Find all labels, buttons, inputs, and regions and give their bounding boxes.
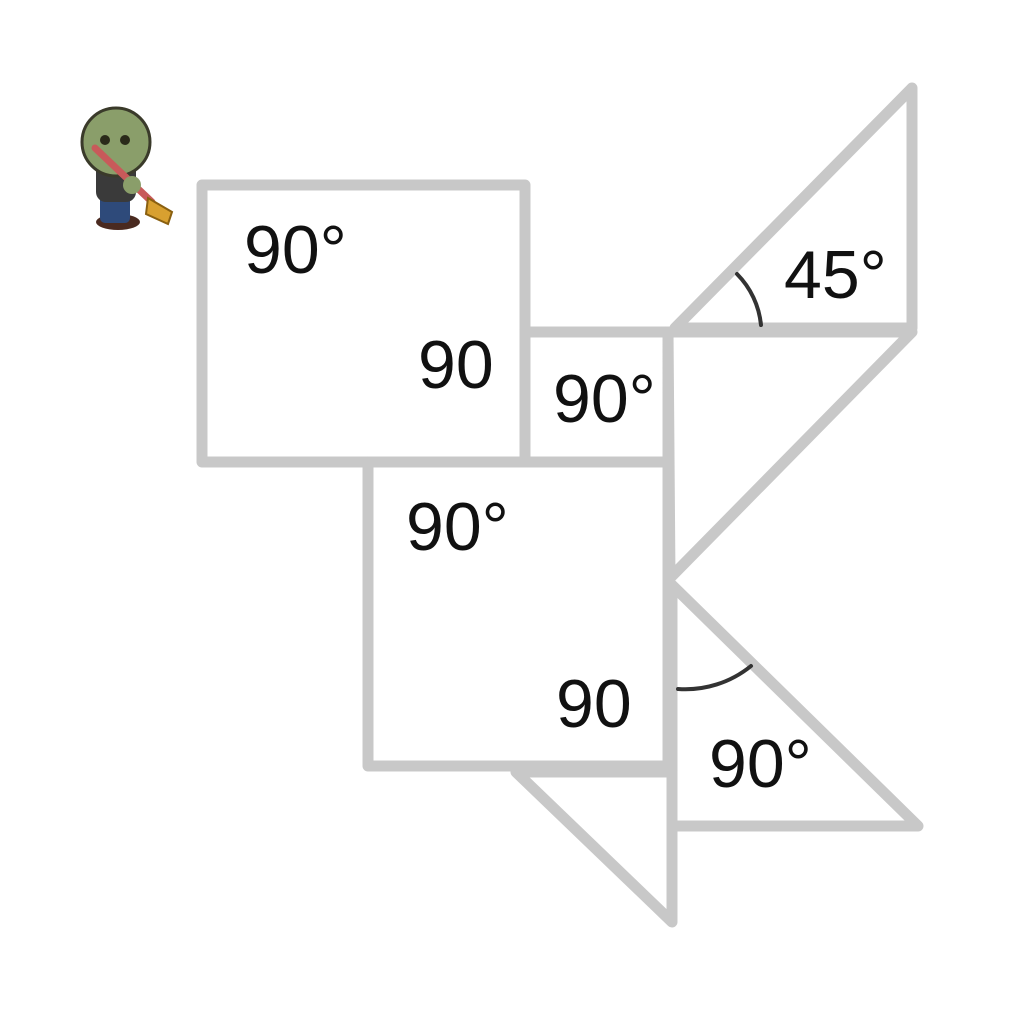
label-small-square: 90° <box>553 361 656 437</box>
label-big-square-bottom: 90 <box>418 327 494 403</box>
label-top-triangle: 45° <box>784 237 887 313</box>
label-big-square-top: 90° <box>244 212 347 288</box>
label-lower-triangle: 90° <box>709 726 812 802</box>
bottom-triangle <box>510 766 678 928</box>
big-square <box>196 179 531 468</box>
label-lower-square-top: 90° <box>406 489 509 565</box>
lower-square <box>362 456 674 772</box>
lower-right-triangle <box>666 579 924 832</box>
zombie-sweeper-icon <box>80 106 174 230</box>
angle-arc-90 <box>676 664 753 692</box>
label-lower-square-bottom: 90 <box>556 666 632 742</box>
right-triangle <box>662 326 918 584</box>
angle-arc-45 <box>735 272 763 327</box>
